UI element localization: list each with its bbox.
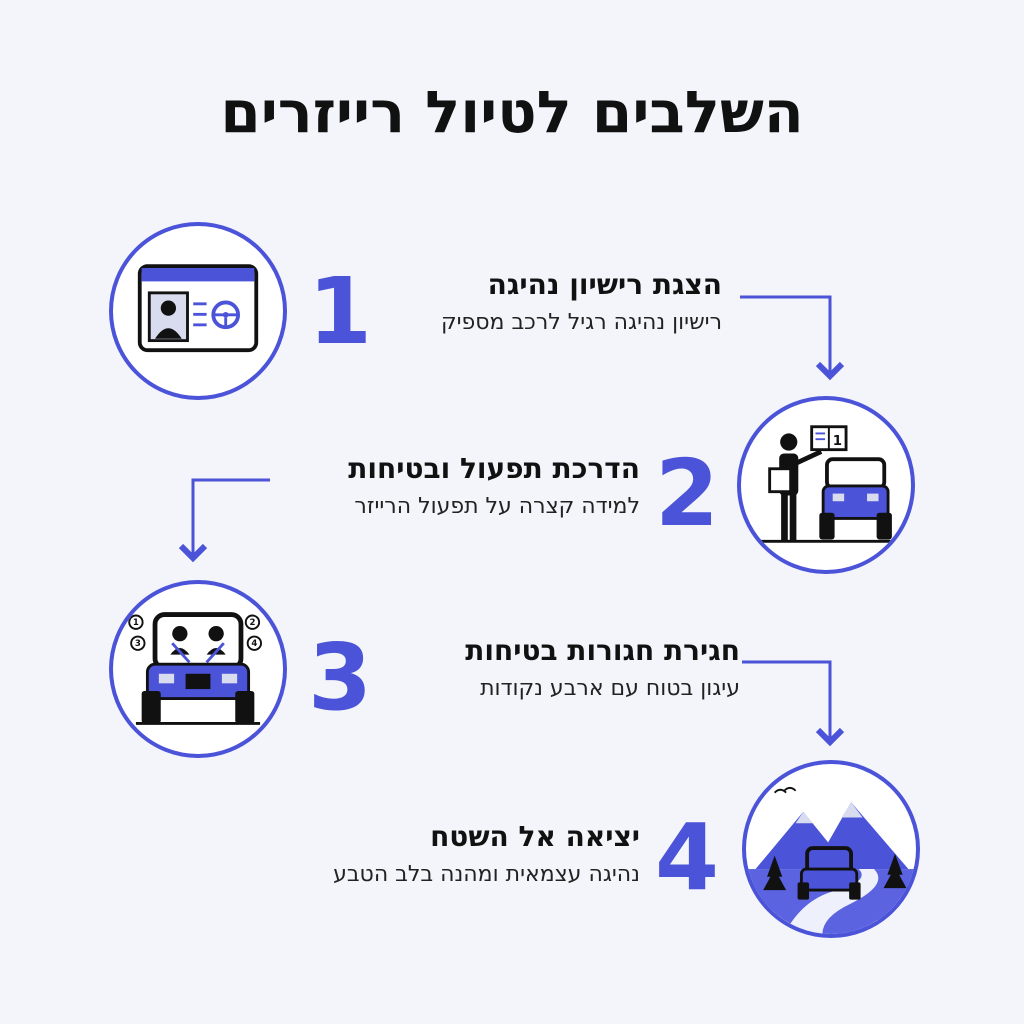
step-3-text: חגירת חגורות בטיחות עיגון בטוח עם ארבע נ…	[360, 634, 740, 702]
page-title: השלבים לטיול רייזרים	[220, 78, 804, 146]
step-4-text: יציאה אל השטח נהיגה עצמאית ומהנה בלב הטב…	[260, 820, 640, 888]
step-3-title: חגירת חגורות בטיחות	[465, 634, 740, 667]
belt-point-2: 2	[249, 618, 255, 628]
arrow-1-to-2	[740, 295, 845, 381]
step-4-title: יציאה אל השטח	[430, 820, 640, 853]
instructor-icon: 1	[760, 425, 894, 543]
arrow-2-to-3	[178, 478, 270, 563]
step-2-number: 2	[654, 440, 719, 547]
step-1-title: הצגת רישיון נהיגה	[487, 268, 722, 301]
step-1-number: 1	[307, 258, 372, 365]
drivers-license-icon	[137, 264, 259, 353]
step-4-desc: נהיגה עצמאית ומהנה בלב הטבע	[333, 861, 640, 887]
step-1-text: הצגת רישיון נהיגה רישיון נהיגה רגיל לרכב…	[342, 268, 722, 336]
step-1-desc: רישיון נהיגה רגיל לרכב מספיק	[440, 309, 722, 335]
step-1-icon-circle	[109, 222, 287, 400]
step-4-number: 4	[654, 804, 719, 911]
belt-point-4: 4	[251, 639, 257, 649]
offroad-trail-icon	[746, 786, 916, 934]
belt-point-3: 3	[135, 639, 141, 649]
belt-point-1: 1	[133, 618, 139, 628]
step-2-desc: למידה קצרה על תפעול הרייזר	[354, 493, 640, 519]
manual-page-number: 1	[833, 434, 842, 449]
step-3-number: 3	[307, 624, 372, 731]
step-2-title: הדרכת תפעול ובטיחות	[348, 452, 640, 485]
step-4-icon-circle	[742, 760, 920, 938]
arrow-3-to-4	[742, 660, 845, 747]
step-3-desc: עיגון בטוח עם ארבע נקודות	[480, 675, 740, 701]
step-2-icon-circle: 1	[737, 396, 915, 574]
step-3-icon-circle: 1 3 2 4	[109, 580, 287, 758]
seatbelt-buggy-icon: 1 3 2 4	[128, 612, 262, 725]
step-2-text: הדרכת תפעול ובטיחות למידה קצרה על תפעול …	[260, 452, 640, 520]
